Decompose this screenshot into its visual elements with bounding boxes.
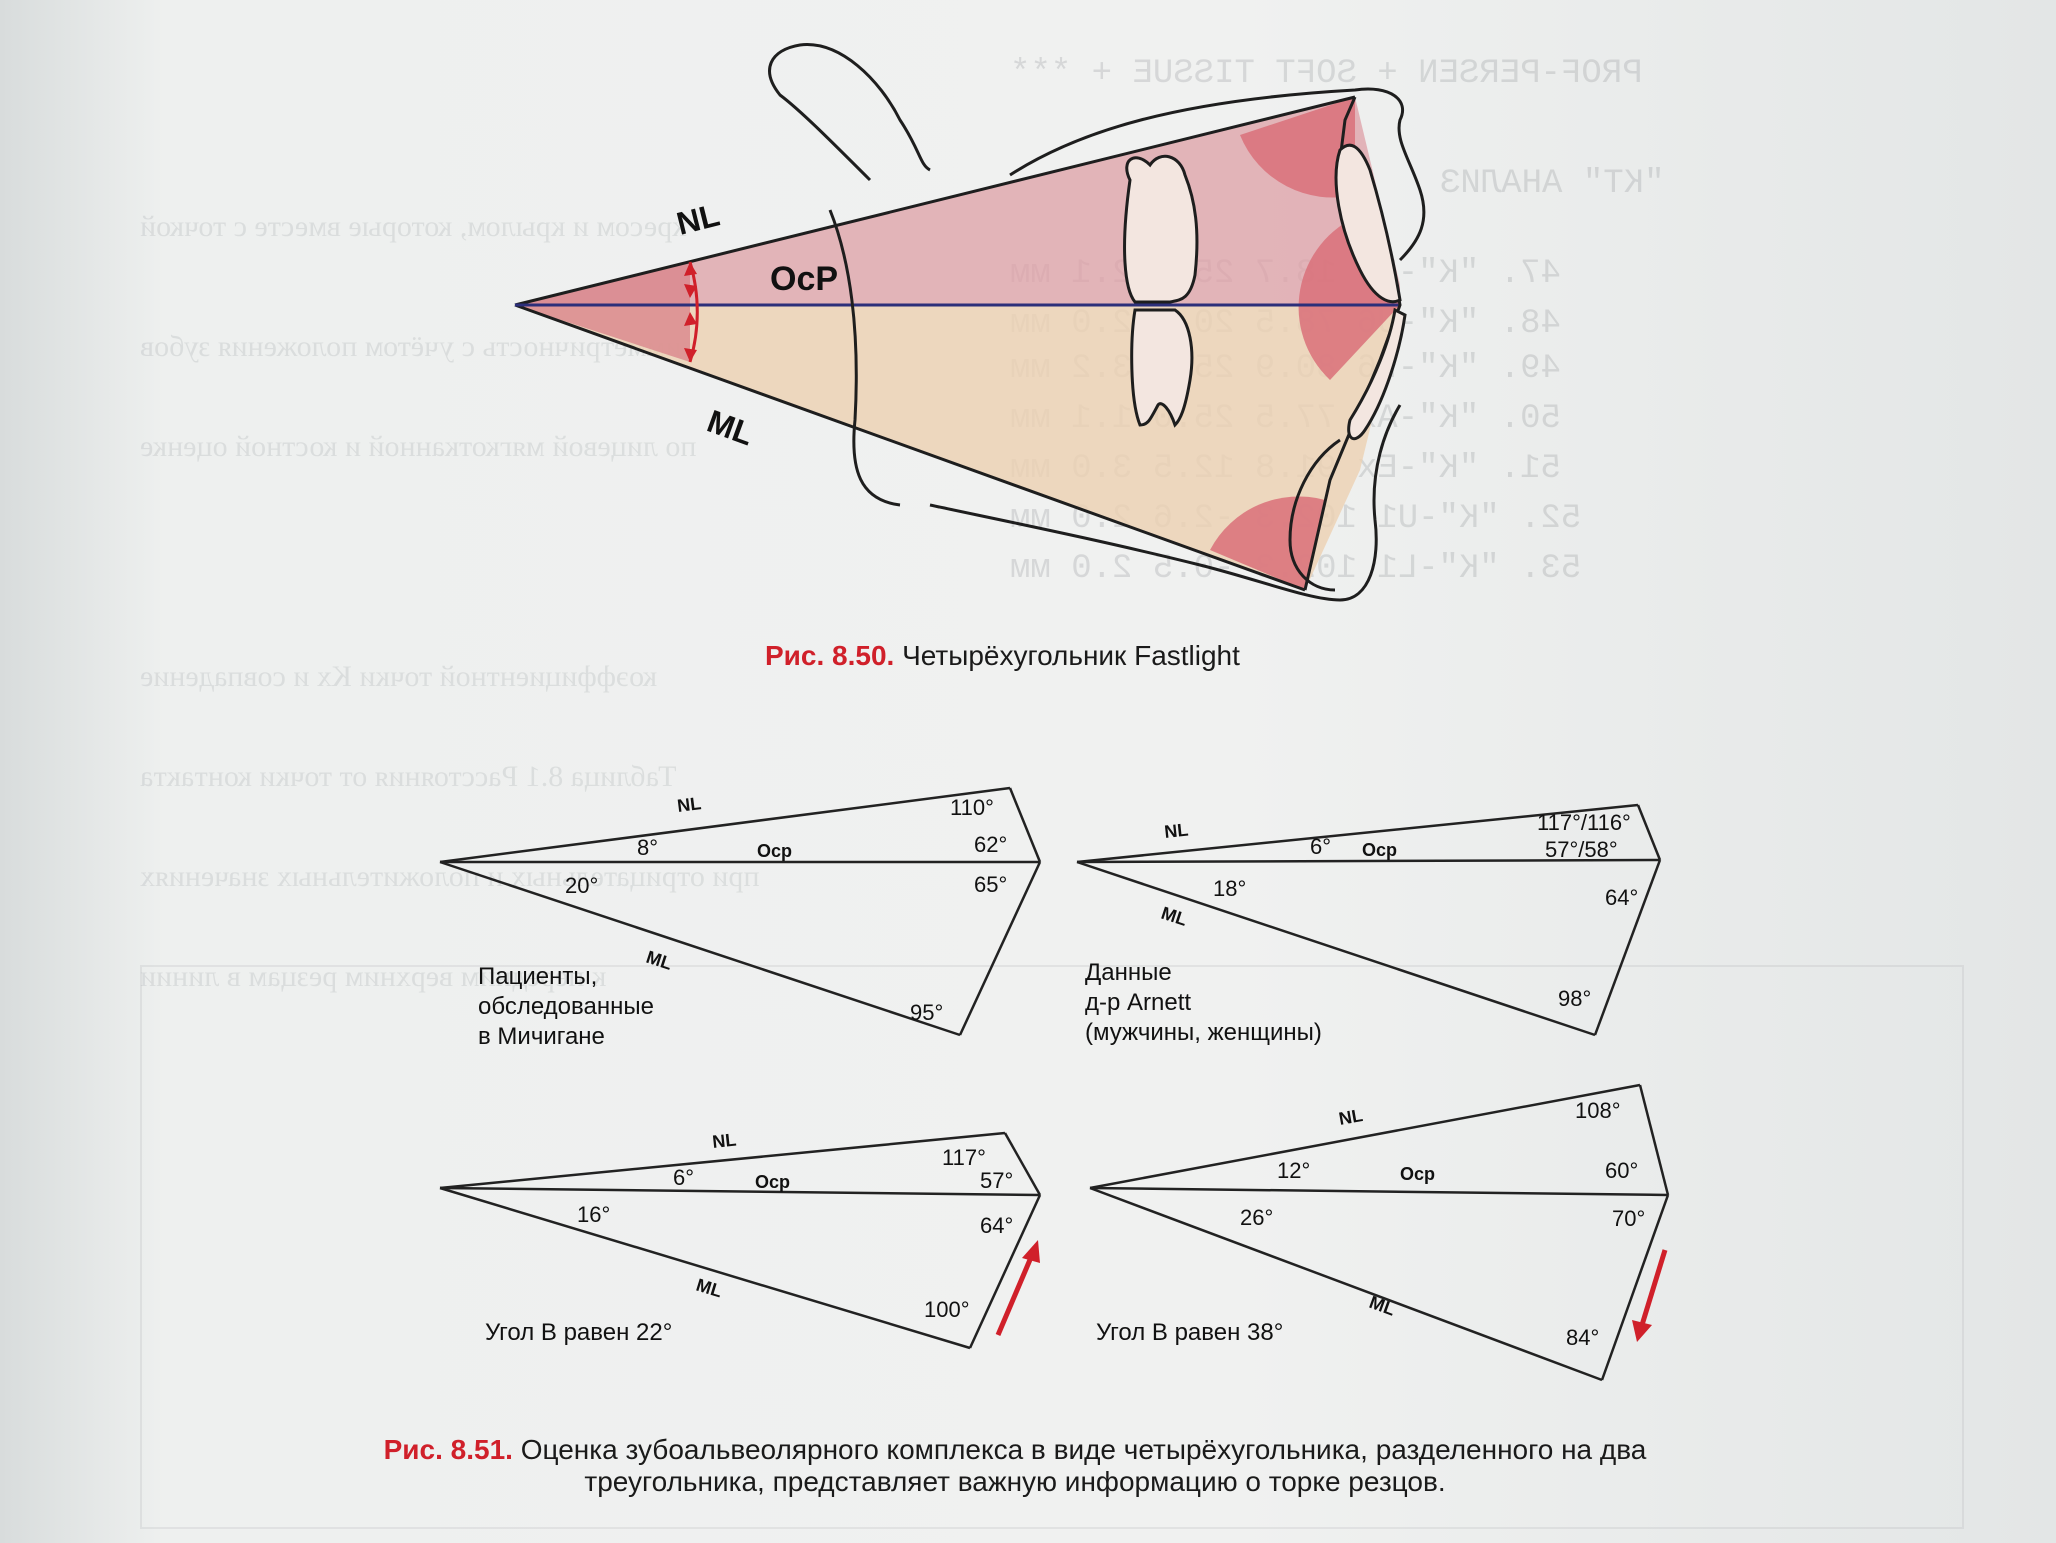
diagram4-ocp: Ocp <box>1400 1164 1435 1184</box>
diagram-arnett: NL Ocp ML 6° 18° 117°/116° 57°/58° 64° 9… <box>1076 803 1662 1037</box>
lower-incisor <box>1347 307 1407 441</box>
figure-number: Рис. 8.50. <box>765 640 895 671</box>
diagram1-angle: 8° <box>637 835 658 860</box>
diagram1-angle: 65° <box>974 872 1007 897</box>
diagram-angle-b-38: NL Ocp ML 12° 26° 108° 60° 70° 84° <box>1089 1083 1670 1382</box>
diagram4-ml: ML <box>1367 1292 1398 1320</box>
diagram3-nl: NL <box>711 1130 737 1152</box>
arrow-up-indicator <box>995 1254 1035 1336</box>
caption-line: треугольника, представляет важную информ… <box>584 1466 1446 1497</box>
diagram3-angle: 6° <box>673 1165 694 1190</box>
diagram4-angle: 108° <box>1575 1098 1621 1123</box>
upper-incisor <box>1334 143 1402 304</box>
tip-angle-wedge <box>515 262 690 362</box>
arrow-head <box>684 348 697 362</box>
ramus-contour <box>828 209 901 507</box>
diagram1-ocp: Ocp <box>757 841 792 861</box>
maxilla-contour <box>1009 87 1426 262</box>
nl-label: NL <box>673 197 723 242</box>
diagram1-angle: 62° <box>974 832 1007 857</box>
arrow-down-indicator <box>1639 1249 1668 1326</box>
diagram1-angle: 110° <box>950 795 994 820</box>
diagram3-angle: 16° <box>577 1202 610 1227</box>
caption-line: Пациенты, <box>478 963 598 990</box>
diagram2-caption: Данные д-р Arnett (мужчины, женщины) <box>1085 958 1322 1048</box>
diagram2-angle: 64° <box>1605 885 1638 910</box>
arrow-head <box>684 312 697 326</box>
diagram-michigan: NL Ocp ML 8° 20° 110° 62° 65° 95° <box>439 786 1042 1037</box>
caption-line: д-р Arnett <box>1085 989 1192 1016</box>
arrow-head <box>1632 1320 1652 1342</box>
diagram2-nl: NL <box>1163 820 1189 842</box>
caption-line: в Мичигане <box>478 1023 605 1050</box>
ml-line <box>514 303 1306 592</box>
diagram2-angle: 18° <box>1213 876 1246 901</box>
diagram3-angle: 117° <box>942 1145 986 1170</box>
diagram4-angle: 26° <box>1240 1205 1273 1230</box>
diagram3-ml: ML <box>694 1275 725 1302</box>
diagram2-angle: 117°/116° <box>1537 810 1631 835</box>
ml-label: ML <box>703 403 759 453</box>
diagram3-ocp: Ocp <box>755 1172 790 1192</box>
diagram-angle-b-22: NL Ocp ML 6° 16° 117° 57° 64° 100° <box>439 1130 1042 1350</box>
diagram4-nl: NL <box>1337 1105 1364 1129</box>
chin-contour <box>1288 438 1341 592</box>
caption-line: Данные <box>1085 959 1172 986</box>
posterior-contour <box>768 43 931 182</box>
diagram1-nl: NL <box>676 793 702 816</box>
diagram3-caption: Угол B равен 22° <box>485 1319 673 1346</box>
diagram2-ocp: Ocp <box>1362 840 1397 860</box>
diagram1-caption: Пациенты, обследованные в Мичигане <box>478 962 654 1052</box>
diagram4-caption: Угол B равен 38° <box>1096 1319 1284 1346</box>
arrow-head <box>684 262 697 276</box>
arrow-head <box>684 284 697 298</box>
diagram4-angle: 12° <box>1277 1158 1310 1183</box>
diagram2-ml: ML <box>1159 903 1190 930</box>
figure-8-50-caption: Рис. 8.50. Четырёхугольник Fastlight <box>765 640 1240 672</box>
nl-line <box>514 95 1356 307</box>
bleed-through-table <box>140 965 1964 1529</box>
lower-molar <box>1130 308 1194 428</box>
diagram2-angle: 57°/58° <box>1545 837 1618 862</box>
diagram1-angle: 95° <box>910 1000 943 1025</box>
diagram2-angle: 98° <box>1558 986 1591 1011</box>
caption-line: (мужчины, женщины) <box>1085 1019 1322 1046</box>
arrow-head <box>1022 1240 1040 1263</box>
diagram4-angle: 60° <box>1605 1158 1638 1183</box>
diagram3-angle: 64° <box>980 1213 1013 1238</box>
figure-8-51-caption: Рис. 8.51. Оценка зубоальвеолярного комп… <box>250 1434 1780 1498</box>
diagram3-angle: 100° <box>924 1297 970 1322</box>
mandible-contour <box>929 404 1402 602</box>
diagram2-angle: 6° <box>1310 834 1331 859</box>
diagram4-angle: 84° <box>1566 1325 1599 1350</box>
diagram3-angle: 57° <box>980 1168 1013 1193</box>
ocp-label: OcP <box>770 260 838 298</box>
figure-number: Рис. 8.51. <box>383 1434 513 1465</box>
caption-line: Оценка зубоальвеолярного комплекса в вид… <box>520 1434 1647 1465</box>
diagram1-angle: 20° <box>565 873 598 898</box>
diagram4-angle: 70° <box>1612 1206 1645 1231</box>
upper-corner-wedge <box>1240 97 1355 198</box>
caption-line: обследованные <box>478 993 654 1020</box>
upper-molar <box>1123 154 1199 304</box>
figure-title: Четырёхугольник Fastlight <box>902 640 1240 671</box>
